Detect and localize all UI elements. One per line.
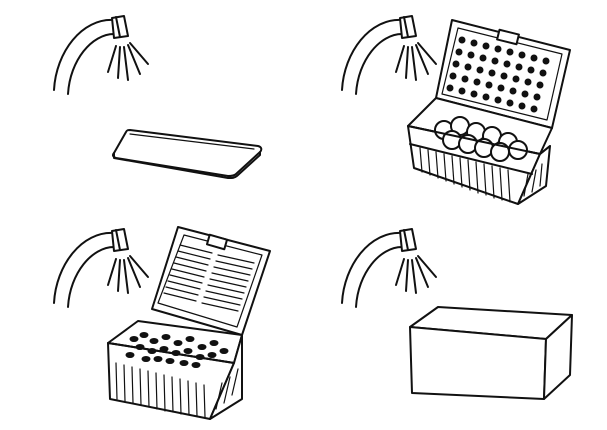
open-box-with-balls-icon (407, 19, 571, 205)
panel-tap-box-with-pellets (0, 215, 300, 430)
open-box-with-pellets-icon (107, 226, 271, 420)
panel-tap-flat-plate (0, 0, 300, 215)
faucet-icon (53, 15, 149, 95)
closed-box-icon (409, 306, 573, 400)
panel-tap-box-with-balls (300, 0, 607, 215)
flat-plate-icon (111, 129, 263, 179)
faucet-icon (341, 228, 437, 308)
panel-tap-closed-box (300, 215, 607, 430)
